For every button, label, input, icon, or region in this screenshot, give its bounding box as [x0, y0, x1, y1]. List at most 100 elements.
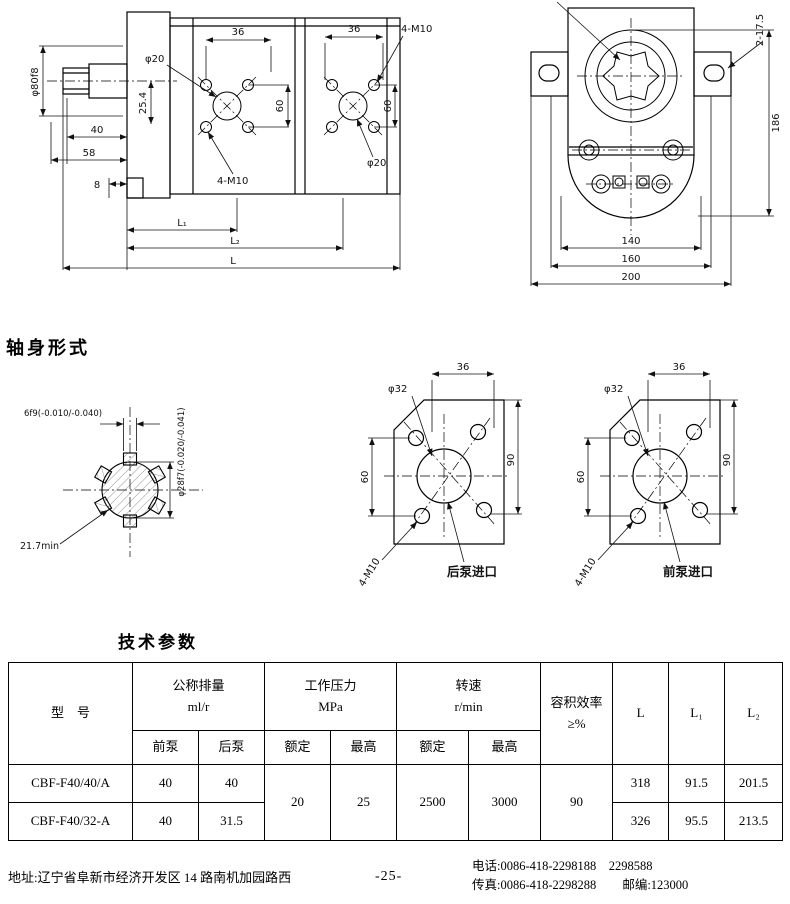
l1-cell: 91.5 — [668, 764, 726, 803]
dim-60-label: 60 — [576, 471, 587, 484]
dim-phi20-b-label: φ20 — [367, 158, 386, 169]
front-inlet-flange-drawing: 36 φ32 60 90 4-M10 前泵进口 — [573, 362, 738, 589]
pressure-rated-cell: 20 — [264, 764, 332, 841]
speed-max-value: 3000 — [491, 794, 518, 810]
displacement-unit-label: ml/r — [187, 698, 210, 714]
front-dimensions — [530, 1, 774, 287]
dim-4m10-label: 4-M10 — [573, 556, 599, 588]
parameters-table: 型 号 公称排量 ml/r 工作压力 MPa 转速 r/min 容积效率 ≥% … — [8, 662, 784, 841]
flange-centerlines — [600, 414, 724, 540]
dim-140-label: 140 — [621, 236, 640, 247]
rear-pump-subheader-label: 后泵 — [218, 739, 245, 755]
model-value: CBF-F40/40/A — [31, 775, 110, 791]
front-displacement-cell: 40 — [132, 764, 199, 803]
speed-header-cell: 转速 r/min — [396, 662, 542, 731]
front-pump-subheader-cell: 前泵 — [132, 730, 199, 765]
dim-186-label: 186 — [771, 113, 782, 132]
page-footer: 地址:辽宁省阜新市经济开发区 14 路南机加园路西 -25- 电话:0086-4… — [0, 855, 790, 900]
dim-phi28-label: φ28f7(-0.020/-0.041) — [177, 407, 187, 496]
dim-phi32-label: φ32 — [388, 384, 407, 395]
dim-40-label: 40 — [91, 125, 104, 136]
l2-value: 201.5 — [738, 775, 769, 791]
col-l-header-cell: L — [612, 662, 670, 765]
speed-max-subheader-cell: 最高 — [468, 730, 542, 765]
l-cell: 326 — [612, 802, 670, 841]
pressure-max-subheader-label: 最高 — [350, 739, 377, 755]
model-header-cell: 型 号 — [8, 662, 133, 765]
rear-displacement-value: 40 — [225, 775, 238, 791]
speed-rated-cell: 2500 — [396, 764, 470, 841]
rear-inlet-flange-drawing: 36 φ32 60 90 4-M10 后泵进口 — [357, 362, 522, 589]
model-header-label: 型 号 — [50, 705, 90, 721]
dim-25-4-label: 25.4 — [138, 92, 149, 114]
params-section-title: 技术参数 — [118, 633, 198, 653]
pressure-max-subheader-cell: 最高 — [330, 730, 398, 765]
dim-21-7-label: 21.7min — [20, 541, 59, 552]
col-l2-header-cell: L₂ — [724, 662, 784, 765]
footer-address: 地址:辽宁省阜新市经济开发区 14 路南机加园路西 — [8, 870, 292, 885]
dim-160-label: 160 — [621, 254, 640, 265]
rear-displacement-cell: 40 — [197, 764, 266, 803]
efficiency-cell: 90 — [540, 764, 614, 841]
rear-inlet-port-label: 后泵进口 — [447, 564, 497, 579]
pressure-header-label: 工作压力 — [304, 678, 357, 694]
dim-4m10-bottom-label: 4-M10 — [217, 176, 248, 187]
front-inlet-port-label: 前泵进口 — [663, 564, 713, 579]
dimension-lines — [39, 34, 404, 271]
front-displacement-value: 40 — [159, 813, 172, 829]
col-l1-header-cell: L₁ — [668, 662, 726, 765]
l-value: 318 — [630, 775, 651, 791]
flange-dimensions — [368, 371, 522, 563]
speed-rated-subheader-label: 额定 — [419, 739, 446, 755]
table-row: CBF-F40/32-A 40 31.5 326 95.5 213.5 — [8, 802, 784, 841]
dim-90-label: 90 — [506, 454, 517, 467]
l1-value: 95.5 — [685, 813, 708, 829]
dim-36-a-label: 36 — [232, 27, 245, 38]
page-number: -25- — [375, 869, 403, 884]
speed-max-cell: 3000 — [468, 764, 542, 841]
footer-phone: 电话:0086-418-2298188 2298588 — [472, 859, 653, 873]
pressure-rated-subheader-label: 额定 — [284, 739, 311, 755]
speed-rated-subheader-cell: 额定 — [396, 730, 470, 765]
displacement-header-label: 公称排量 — [172, 678, 225, 694]
pressure-max-value: 25 — [357, 794, 371, 810]
l1-value: 91.5 — [685, 775, 708, 791]
pressure-header-cell: 工作压力 MPa — [264, 662, 398, 731]
dim-8-label: 8 — [94, 180, 100, 191]
spline-dimensions — [59, 418, 174, 545]
l1-cell: 95.5 — [668, 802, 726, 841]
dim-60-a-label: 60 — [275, 100, 286, 113]
efficiency-header-label: 容积效率 — [550, 695, 603, 711]
dim-phi20-a-label: φ20 — [145, 54, 164, 65]
pump-side-view-drawing: 36 36 4-M10 φ20 φ80f8 25.4 40 58 8 60 60… — [30, 11, 432, 271]
l-cell: 318 — [612, 764, 670, 803]
speed-header-label: 转速 — [455, 678, 482, 694]
front-displacement-value: 40 — [159, 775, 172, 791]
rear-pump-subheader-cell: 后泵 — [197, 730, 266, 765]
efficiency-unit-label: ≥% — [567, 715, 586, 731]
dim-phi32-label: φ32 — [604, 384, 623, 395]
dim-l-label: L — [230, 256, 236, 267]
l2-value: 213.5 — [738, 813, 769, 829]
l2-cell: 201.5 — [724, 764, 784, 803]
dim-60-b-label: 60 — [383, 100, 394, 113]
speed-max-subheader-label: 最高 — [491, 739, 518, 755]
shaft-spline-drawing: 6f9(-0.010/-0.040) φ28f7(-0.020/-0.041) … — [20, 407, 203, 557]
shaft-section-title: 轴身形式 — [6, 338, 90, 359]
pressure-rated-value: 20 — [291, 794, 305, 810]
footer-fax: 传真:0086-418-2298288 — [472, 878, 597, 893]
centerlines — [47, 76, 383, 136]
dim-l1-label: L₁ — [177, 218, 187, 229]
speed-unit-label: r/min — [454, 698, 483, 714]
dim-36-label: 36 — [673, 362, 686, 373]
pump-body-outline — [62, 11, 401, 199]
efficiency-value: 90 — [570, 794, 584, 810]
dim-36-b-label: 36 — [348, 24, 361, 35]
dim-l2-label: L₂ — [230, 236, 240, 247]
flange-dimensions — [584, 371, 738, 563]
model-value: CBF-F40/32-A — [30, 813, 111, 829]
pressure-max-cell: 25 — [330, 764, 398, 841]
front-pump-subheader-label: 前泵 — [152, 739, 179, 755]
col-l2-header-label: L₂ — [747, 705, 760, 721]
